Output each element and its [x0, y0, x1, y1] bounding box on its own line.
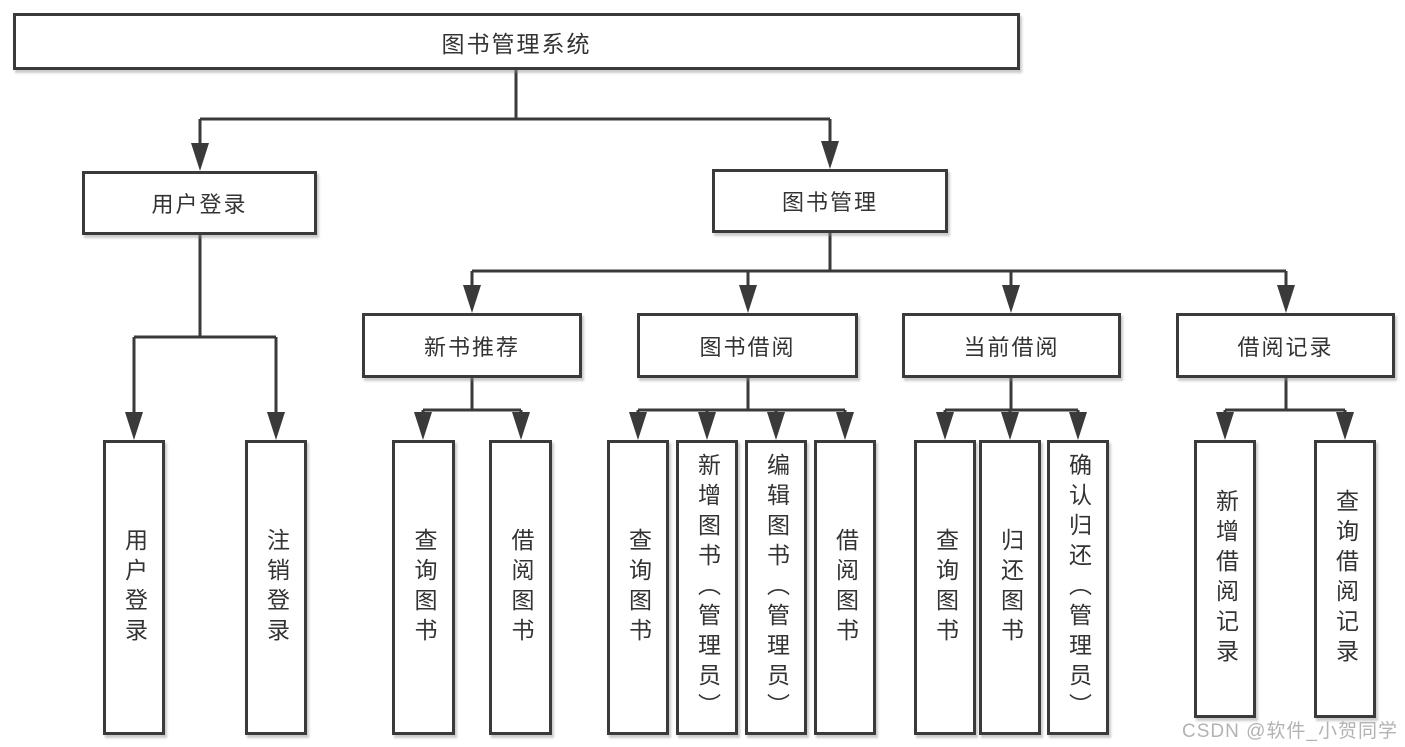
node-book-borrowing: 图书借阅 — [637, 313, 858, 378]
leaf-query-books-3: 查询图书 — [914, 440, 976, 735]
leaf-borrow-books-2: 借阅图书 — [814, 440, 876, 735]
node-label: 查询图书 — [625, 527, 652, 648]
leaf-add-book-admin: 新增图书（管理员） — [676, 440, 738, 735]
node-label: 借阅图书 — [508, 527, 534, 648]
node-label: 图书管理系统 — [441, 30, 592, 57]
node-user-login: 用户登录 — [82, 171, 317, 235]
leaf-confirm-return-admin: 确认归还（管理员） — [1047, 440, 1109, 735]
leaf-borrow-books-1: 借阅图书 — [489, 440, 552, 735]
leaf-return-books: 归还图书 — [979, 440, 1041, 735]
node-label: 查询图书 — [411, 527, 437, 648]
node-label: 确认归还（管理员） — [1065, 452, 1092, 723]
node-label: 用户登录 — [151, 192, 248, 217]
node-label: 编辑图书（管理员） — [763, 452, 790, 723]
node-label: 图书管理 — [781, 190, 878, 215]
leaf-query-books-1: 查询图书 — [392, 440, 455, 735]
watermark: CSDN @软件_小贺同学 — [1182, 721, 1398, 742]
leaf-query-books-2: 查询图书 — [607, 440, 669, 735]
node-label: 新书推荐 — [423, 334, 520, 360]
node-label: 新增图书（管理员） — [694, 452, 721, 723]
node-borrowing-records: 借阅记录 — [1176, 313, 1395, 378]
node-label: 用户登录 — [121, 527, 148, 648]
leaf-query-borrow-record: 查询借阅记录 — [1314, 440, 1376, 718]
node-label: 查询图书 — [932, 527, 959, 648]
node-label: 图书借阅 — [699, 334, 796, 360]
node-current-borrowing: 当前借阅 — [902, 313, 1121, 378]
node-label: 借阅图书 — [832, 527, 859, 648]
node-book-management: 图书管理 — [712, 169, 948, 233]
node-label: 归还图书 — [997, 527, 1024, 648]
node-label: 查询借阅记录 — [1332, 489, 1359, 669]
node-label: 当前借阅 — [963, 334, 1060, 360]
node-library-management-system: 图书管理系统 — [13, 13, 1020, 70]
node-label: 借阅记录 — [1237, 334, 1334, 360]
node-label: 注销登录 — [263, 527, 290, 648]
leaf-logout: 注销登录 — [245, 440, 307, 735]
leaf-edit-book-admin: 编辑图书（管理员） — [745, 440, 807, 735]
node-label: 新增借阅记录 — [1212, 489, 1239, 669]
leaf-user-login: 用户登录 — [103, 440, 165, 735]
node-new-book-recommend: 新书推荐 — [362, 313, 582, 378]
leaf-add-borrow-record: 新增借阅记录 — [1194, 440, 1256, 718]
